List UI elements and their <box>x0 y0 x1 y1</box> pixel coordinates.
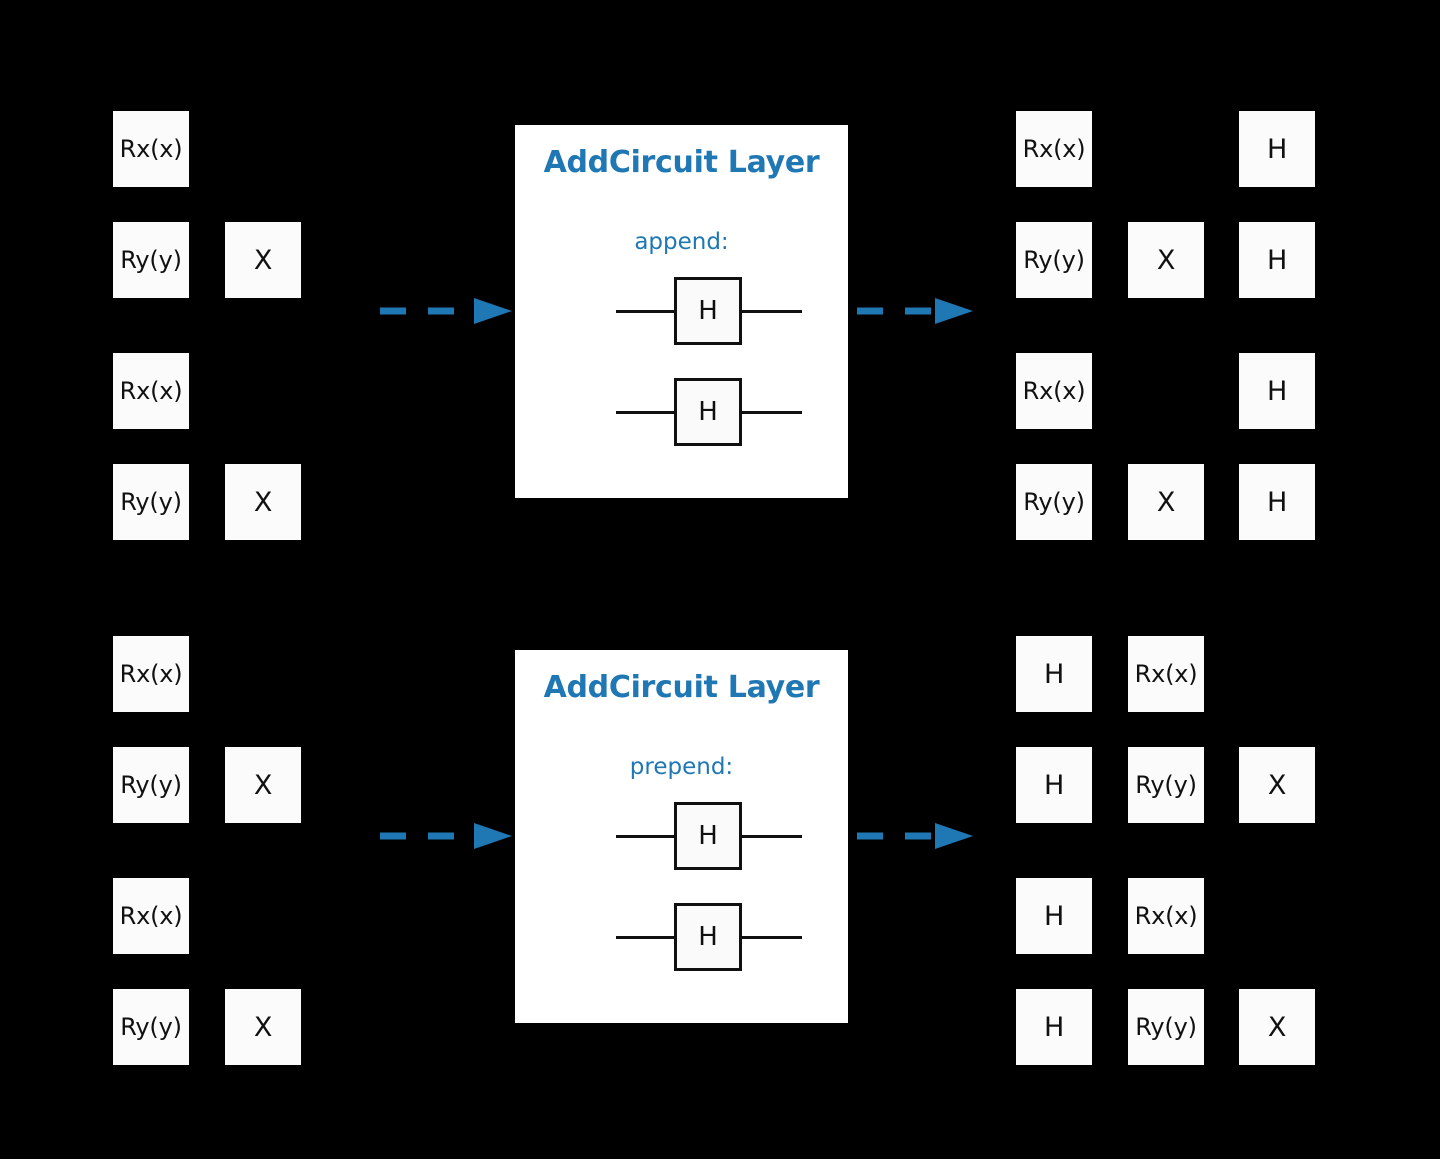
panel-append-hgate-0: H <box>616 277 802 345</box>
wire-right-icon <box>742 411 802 414</box>
gate-rx-out-top-w2: Rx(x) <box>1016 353 1092 429</box>
gate-x-in-top-w3: X <box>225 464 301 540</box>
dashed-arrow-into-panel-top <box>378 296 516 326</box>
dashed-arrow-into-panel-bottom <box>378 821 516 851</box>
gate-rx-out-bottom-w2: Rx(x) <box>1128 878 1204 954</box>
hgate-box-0: H <box>674 277 742 345</box>
wire-right-icon <box>742 936 802 939</box>
hgate-box-1: H <box>674 378 742 446</box>
gate-x-out-bottom-w3: X <box>1239 989 1315 1065</box>
gate-ry-out-top-w3: Ry(y) <box>1016 464 1092 540</box>
gate-ry-out-bottom-w3: Ry(y) <box>1128 989 1204 1065</box>
gate-h-out-top-w2: H <box>1239 353 1315 429</box>
gate-rx-out-bottom-w0: Rx(x) <box>1128 636 1204 712</box>
panel-title-prepend: AddCircuit Layer <box>543 670 820 705</box>
gate-h-out-top-w0: H <box>1239 111 1315 187</box>
addcircuit-panel-prepend: AddCircuit Layer prepend: H H <box>515 650 848 1023</box>
gate-ry-in-bottom-w1: Ry(y) <box>113 747 189 823</box>
wire-left-icon <box>616 936 676 939</box>
hgate-box-1: H <box>674 903 742 971</box>
gate-h-out-top-w3: H <box>1239 464 1315 540</box>
gate-x-in-bottom-w3: X <box>225 989 301 1065</box>
panel-prepend-hgate-1: H <box>616 903 802 971</box>
panel-prepend-hgate-0: H <box>616 802 802 870</box>
gate-ry-out-top-w1: Ry(y) <box>1016 222 1092 298</box>
gate-x-in-bottom-w1: X <box>225 747 301 823</box>
panel-title-append: AddCircuit Layer <box>543 145 820 180</box>
hgate-box-0: H <box>674 802 742 870</box>
gate-x-out-top-w3: X <box>1128 464 1204 540</box>
addcircuit-panel-append: AddCircuit Layer append: H H <box>515 125 848 498</box>
gate-h-out-bottom-w1: H <box>1016 747 1092 823</box>
wire-right-icon <box>742 835 802 838</box>
wire-left-icon <box>616 835 676 838</box>
gate-ry-in-bottom-w3: Ry(y) <box>113 989 189 1065</box>
wire-left-icon <box>616 411 676 414</box>
wire-right-icon <box>742 310 802 313</box>
gate-h-out-bottom-w2: H <box>1016 878 1092 954</box>
gate-x-out-top-w1: X <box>1128 222 1204 298</box>
gate-x-out-bottom-w1: X <box>1239 747 1315 823</box>
dashed-arrow-out-of-panel-bottom <box>855 821 977 851</box>
panel-append-hgate-1: H <box>616 378 802 446</box>
gate-ry-in-top-w3: Ry(y) <box>113 464 189 540</box>
gate-ry-out-bottom-w1: Ry(y) <box>1128 747 1204 823</box>
gate-h-out-bottom-w0: H <box>1016 636 1092 712</box>
gate-x-in-top-w1: X <box>225 222 301 298</box>
wire-left-icon <box>616 310 676 313</box>
gate-rx-in-top-w2: Rx(x) <box>113 353 189 429</box>
panel-subtitle-append: append: <box>634 229 729 255</box>
dashed-arrow-out-of-panel-top <box>855 296 977 326</box>
gate-rx-in-bottom-w0: Rx(x) <box>113 636 189 712</box>
gate-ry-in-top-w1: Ry(y) <box>113 222 189 298</box>
gate-rx-out-top-w0: Rx(x) <box>1016 111 1092 187</box>
gate-h-out-bottom-w3: H <box>1016 989 1092 1065</box>
gate-rx-in-bottom-w2: Rx(x) <box>113 878 189 954</box>
panel-subtitle-prepend: prepend: <box>629 754 734 780</box>
gate-rx-in-top-w0: Rx(x) <box>113 111 189 187</box>
gate-h-out-top-w1: H <box>1239 222 1315 298</box>
